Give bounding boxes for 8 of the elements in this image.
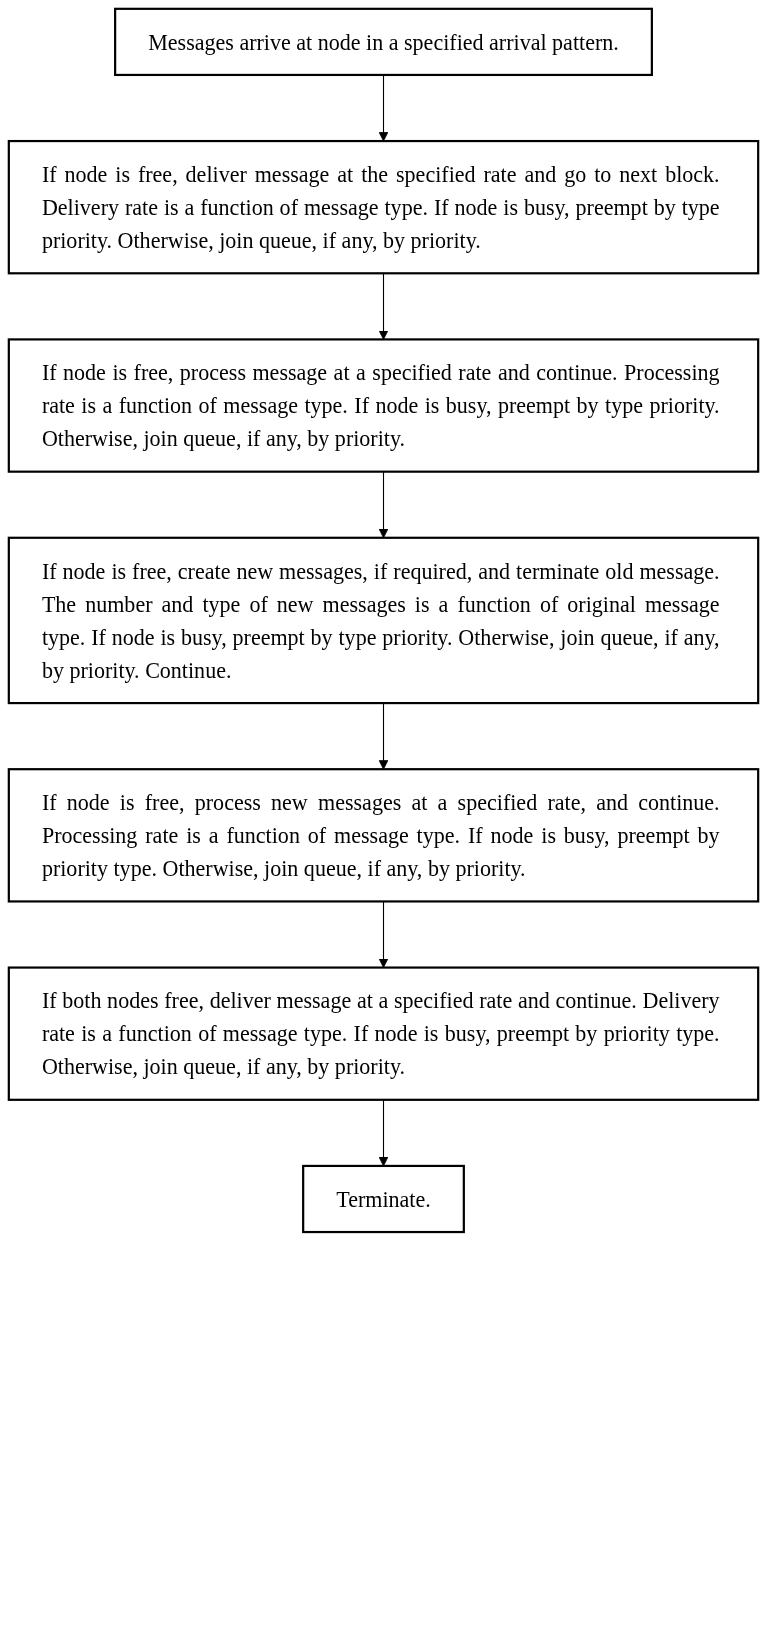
node-box: If node is free, process message at a specified rate and continue. Processing rate is a function of message type. If node is busy, preempt by type priority. Otherwise, join queue, if any, by priority.	[7, 338, 760, 473]
node-box: If node is free, deliver message at the specified rate and go to next block. Delivery rate is a function of message type. If node is busy, preempt by type priority. Otherwise, join queue, if any, by priority.	[7, 139, 760, 275]
node-box: If both nodes free, deliver message at a specified rate and continue. Delivery rate is a function of message type. If node is busy, preempt by priority type. Otherwise, join queue, if any, by priority.	[7, 966, 760, 1101]
arrow	[378, 74, 389, 142]
node-box: Messages arrive at node in a specified arrival pattern.	[114, 7, 653, 77]
node-box: If node is free, create new messages, if required, and terminate old message. The number and type of new messages is a function of original message type. If node is busy, preempt by type priority. Otherwise, join queue, if any, by priority. Continue.	[7, 536, 760, 705]
node-box: Terminate.	[302, 1164, 465, 1234]
node-box: If node is free, process new messages at a specified rate, and continue. Processing rate is a function of message type. If node is busy, preempt by priority type. Otherwise, join queue, if any, by priority.	[7, 768, 760, 903]
